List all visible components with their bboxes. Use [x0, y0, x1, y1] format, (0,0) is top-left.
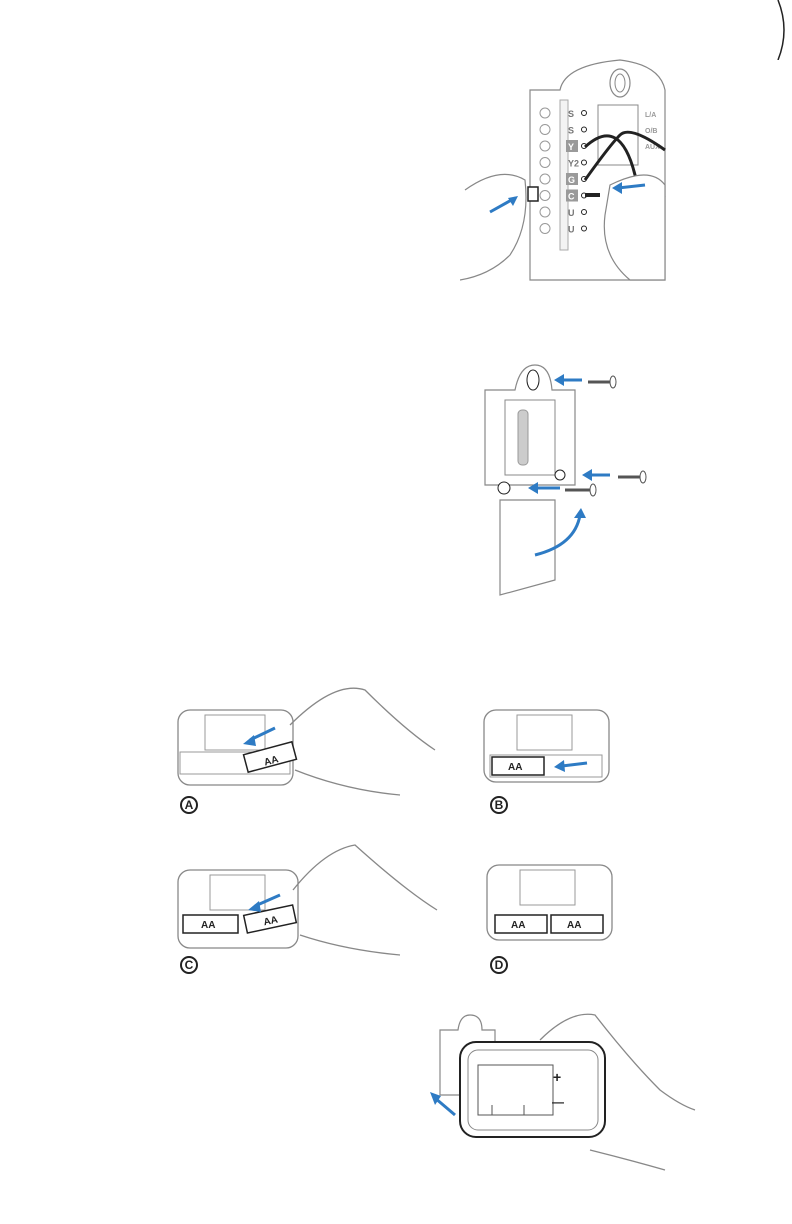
- minus-label: —: [552, 1095, 564, 1109]
- terminal-label-s: S: [568, 109, 574, 119]
- battery-icon: AA: [492, 757, 544, 775]
- screw-icon: [618, 471, 646, 483]
- terminal-label-u: U: [568, 208, 575, 218]
- terminal-hole: [582, 111, 587, 116]
- terminal-label-l-a: L/A: [645, 112, 656, 119]
- terminal-label-y2: Y2: [568, 159, 579, 169]
- terminal-hole: [582, 160, 587, 165]
- terminal-screw: [540, 207, 550, 217]
- terminal-screw: [540, 108, 550, 118]
- screw-icon: [565, 484, 596, 496]
- terminal-hole: [582, 127, 587, 132]
- terminal-hole: [582, 226, 587, 231]
- battery-step-c-figure: AA AA: [175, 840, 440, 965]
- thermostat-mount-figure: + —: [420, 1010, 705, 1175]
- battery-label: AA: [511, 920, 525, 931]
- terminal-label-s: S: [568, 126, 574, 136]
- terminal-screw: [540, 224, 550, 234]
- step-badge-d: D: [490, 956, 508, 974]
- plus-label: +: [553, 1069, 561, 1085]
- terminal-screw: [540, 141, 550, 151]
- battery-step-a-figure: AA: [175, 680, 440, 800]
- blue-arrow-icon: [554, 374, 582, 386]
- terminal-screw: [540, 191, 550, 201]
- terminal-screw: [540, 158, 550, 168]
- step-badge-c: C: [180, 956, 198, 974]
- blue-arrow-icon: [582, 469, 610, 481]
- terminal-label-c: C: [568, 192, 575, 202]
- battery-step-d-figure: AA AA: [485, 860, 615, 945]
- terminal-label-u: U: [568, 225, 575, 235]
- battery-label: AA: [567, 920, 581, 931]
- terminal-label-y: Y: [568, 142, 574, 152]
- mounting-figure: [470, 360, 660, 600]
- screw-icon: [588, 376, 616, 388]
- terminal-label-o-b: O/B: [645, 128, 657, 135]
- battery-step-b-figure: AA: [482, 705, 612, 785]
- battery-label: AA: [508, 762, 522, 773]
- battery-icon: AA: [183, 915, 238, 933]
- terminal-label-g: G: [568, 175, 575, 185]
- step-badge-b: B: [490, 796, 508, 814]
- battery-icon: AA: [495, 915, 547, 933]
- terminal-screw: [540, 125, 550, 135]
- terminal-screw: [540, 174, 550, 184]
- terminal-hole: [582, 210, 587, 215]
- fold-mark: [776, 0, 792, 60]
- battery-label: AA: [201, 920, 215, 931]
- battery-icon: AA: [551, 915, 603, 933]
- step-badge-a: A: [180, 796, 198, 814]
